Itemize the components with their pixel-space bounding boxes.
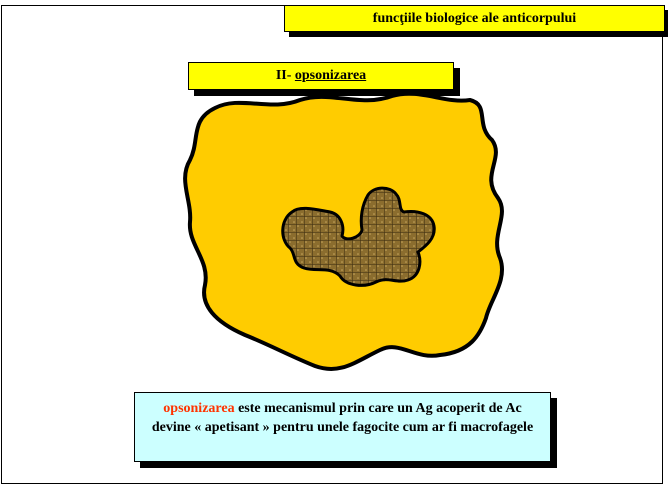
definition-caption: opsonizarea este mecanismul prin care un… <box>134 392 551 462</box>
caption-highlight-term: opsonizarea <box>163 401 234 416</box>
